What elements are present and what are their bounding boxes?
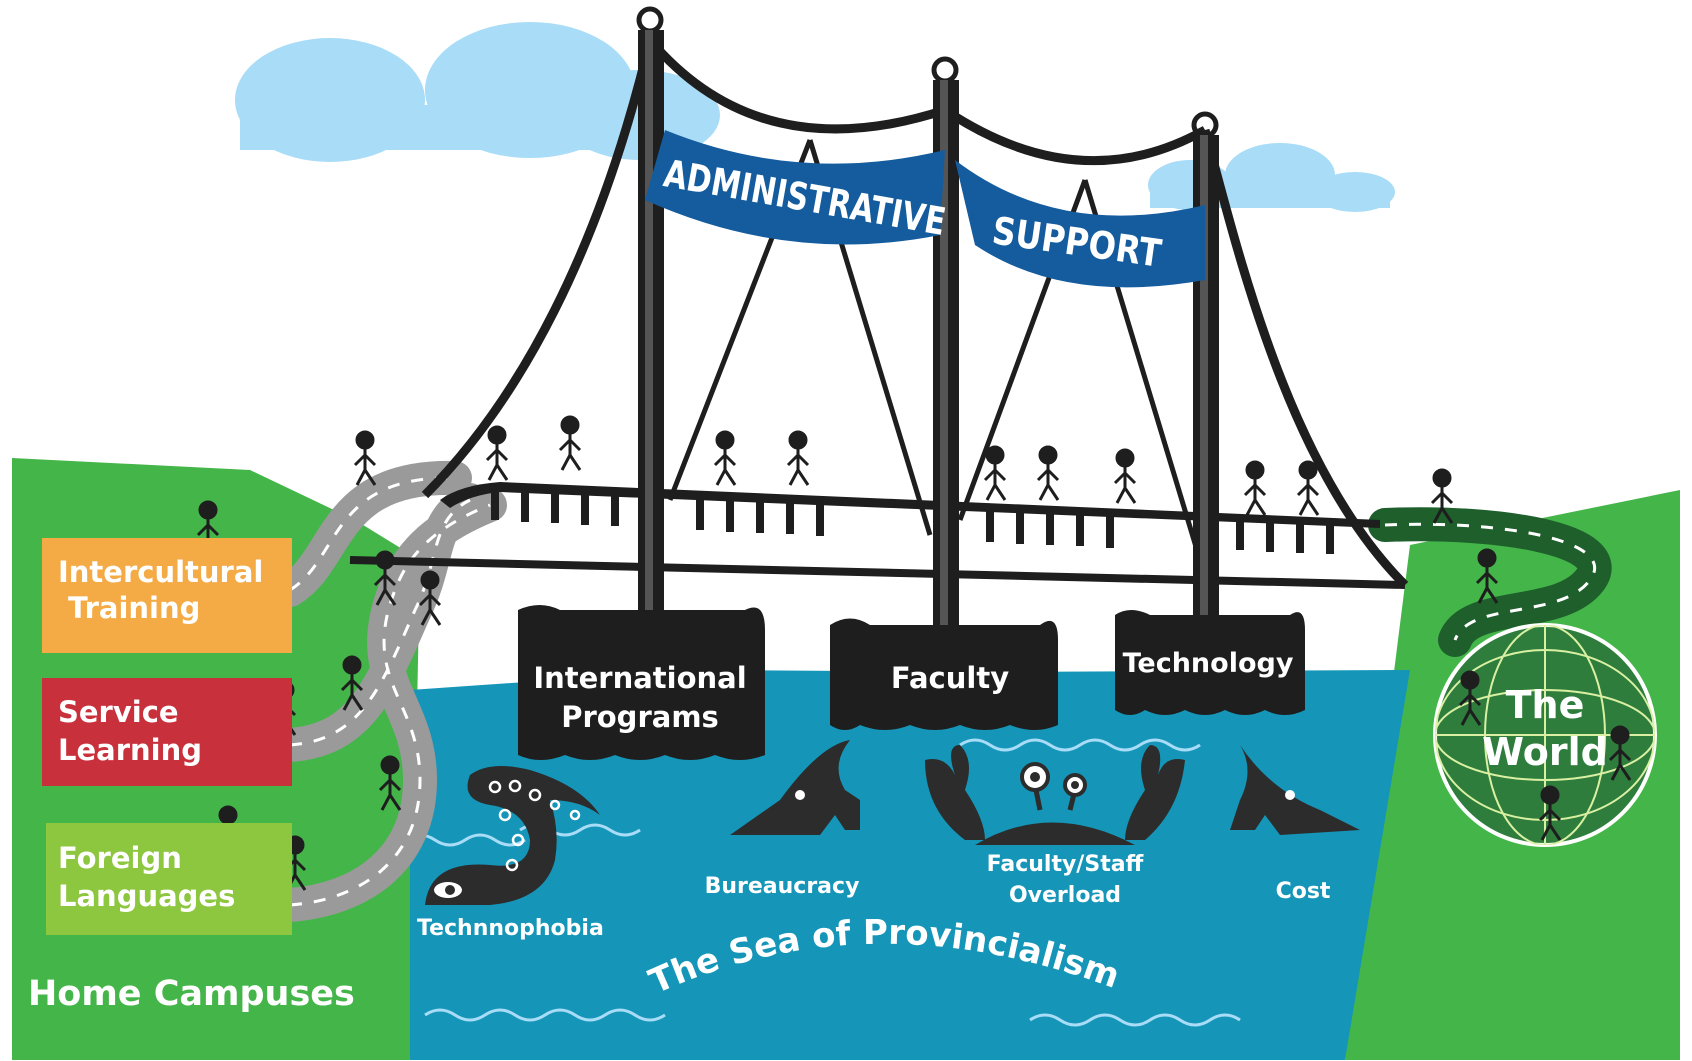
cloud-right	[1148, 143, 1395, 212]
cloud-left	[235, 22, 720, 162]
pier-faculty-label: Faculty	[891, 661, 1009, 695]
world-label-2: World	[1482, 730, 1608, 774]
box-service-learning: Service Learning	[42, 678, 292, 786]
box-intercultural-training: Intercultural Training	[42, 538, 292, 653]
bridge-deck	[349, 482, 1406, 589]
pier-technology: Technology	[1115, 610, 1305, 715]
box-service-label-1: Service	[58, 695, 179, 729]
box-intercultural-label-2: Training	[68, 591, 200, 625]
road-markings	[289, 476, 491, 907]
box-service-label-2: Learning	[58, 733, 202, 767]
overload-label-1: Faculty/Staff	[987, 852, 1145, 877]
home-campuses-label: Home Campuses	[28, 974, 355, 1014]
bureaucracy-label: Bureaucracy	[705, 874, 860, 899]
box-foreign-label-1: Foreign	[58, 841, 182, 875]
suspension-cables	[421, 37, 1409, 589]
pier-technology-label: Technology	[1123, 648, 1294, 679]
cost-label: Cost	[1276, 879, 1331, 904]
pier-faculty: Faculty	[830, 618, 1058, 730]
pier-international-label-1: International	[533, 661, 746, 695]
pier-international-label-2: Programs	[561, 700, 719, 734]
tower-right	[1191, 111, 1219, 635]
administrative-support-banner: ADMINISTRATIVE SUPPORT	[645, 130, 1205, 288]
octopus-icon	[425, 766, 600, 905]
sea	[410, 670, 1410, 1060]
tower-left	[636, 6, 664, 630]
shark-icon-bureaucracy	[730, 740, 860, 835]
box-foreign-label-2: Languages	[58, 879, 235, 913]
crab-icon	[925, 745, 1185, 845]
shark-icon-cost	[1230, 745, 1360, 835]
world-road-markings	[1384, 522, 1597, 641]
technophobia-label: Technnophobia	[417, 916, 604, 941]
world-globe	[1433, 623, 1657, 847]
box-foreign-languages: Foreign Languages	[46, 823, 292, 935]
world-label-1: The	[1506, 683, 1585, 727]
pier-international-programs: International Programs	[518, 605, 765, 760]
overload-label-2: Overload	[1009, 883, 1121, 908]
tower-middle	[931, 56, 959, 640]
box-intercultural-label-1: Intercultural	[58, 555, 263, 589]
